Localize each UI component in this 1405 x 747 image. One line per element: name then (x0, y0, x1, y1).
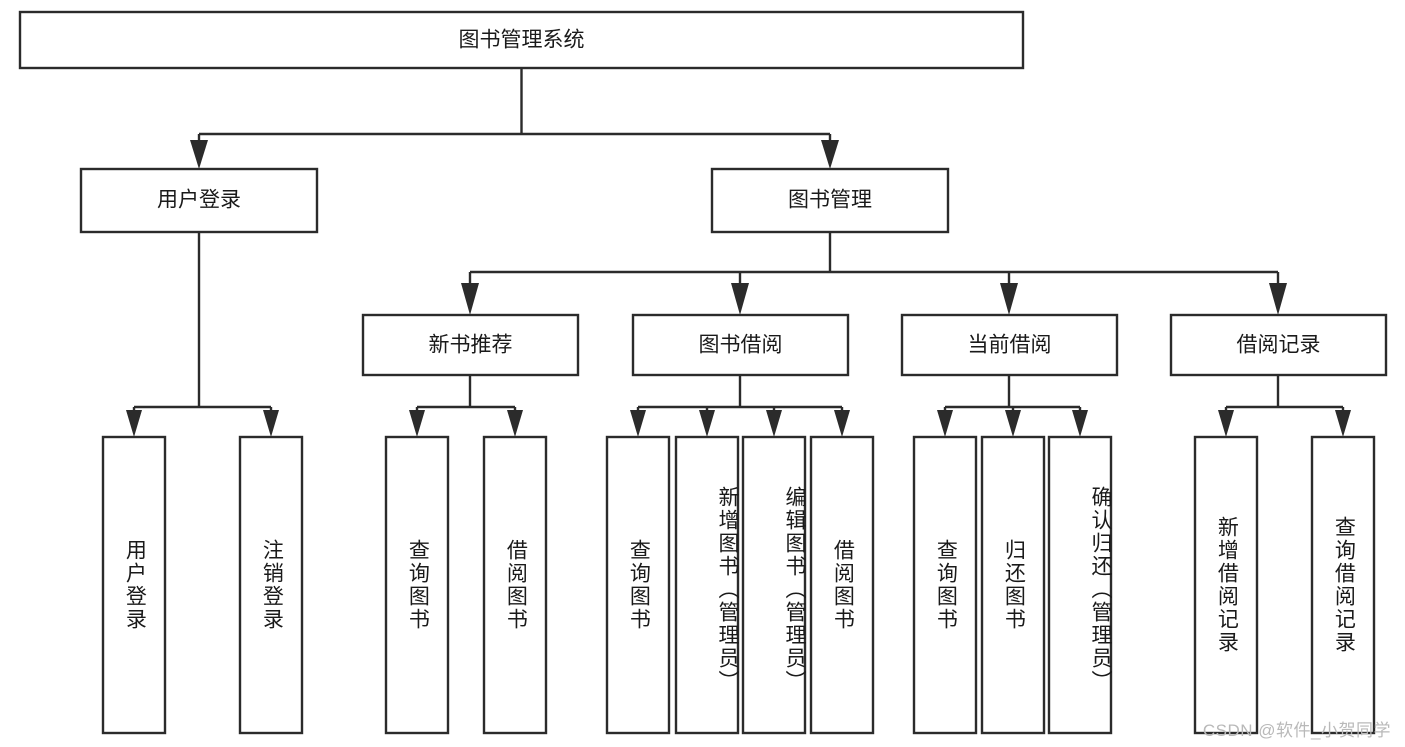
node-box-leaf-bb-edit-book[interactable] (741, 435, 807, 735)
node-box-leaf-logout[interactable] (238, 435, 304, 735)
node-label-user-login: 用户登录 (157, 189, 241, 212)
arrow-head-leaf-cb-3 (1072, 410, 1088, 437)
node-box-current-borrow[interactable] (900, 313, 1119, 377)
node-box-root[interactable] (18, 10, 1025, 70)
arrow-head-leaf-br-2 (1335, 410, 1351, 437)
arrow-head-leaf-bb-4 (834, 410, 850, 437)
arrow-head-leaf-bb-3 (766, 410, 782, 437)
arrow-head-new-book (461, 283, 479, 315)
arrow-head-leaf-user-login (126, 410, 142, 437)
node-box-leaf-nb-borrow-book[interactable] (482, 435, 548, 735)
arrow-head-book-borrow (731, 283, 749, 315)
arrow-head-borrow-record (1269, 283, 1287, 315)
node-label-book-manage: 图书管理 (788, 189, 872, 212)
connector-layer (126, 68, 1351, 437)
node-box-leaf-cb-query-book[interactable] (912, 435, 978, 735)
arrow-head-leaf-br-1 (1218, 410, 1234, 437)
arrow-head-leaf-bb-2 (699, 410, 715, 437)
node-layer: 图书管理系统 用户登录 图书管理 新书推荐 图书借阅 当前借阅 借阅记录 (18, 10, 1388, 735)
node-box-leaf-bb-add-book[interactable] (674, 435, 740, 735)
node-box-borrow-record[interactable] (1169, 313, 1388, 377)
node-box-new-book-recommend[interactable] (361, 313, 580, 377)
node-box-leaf-br-add-record[interactable] (1193, 435, 1259, 735)
node-label-new-book-recommend: 新书推荐 (429, 334, 513, 357)
node-box-user-login[interactable] (79, 167, 319, 234)
node-box-leaf-bb-query-book[interactable] (605, 435, 671, 735)
node-box-leaf-nb-query-book[interactable] (384, 435, 450, 735)
arrow-head-current-borrow (1000, 283, 1018, 315)
node-label-book-borrow: 图书借阅 (699, 334, 783, 357)
arrow-head-leaf-cb-1 (937, 410, 953, 437)
node-box-leaf-cb-return-book[interactable] (980, 435, 1046, 735)
node-label-borrow-record: 借阅记录 (1237, 334, 1321, 357)
node-box-leaf-user-login[interactable] (101, 435, 167, 735)
arrow-head-leaf-nb-2 (507, 410, 523, 437)
csdn-watermark: CSDN @软件_小贺同学 (1202, 721, 1391, 740)
node-box-book-manage[interactable] (710, 167, 950, 234)
arrow-head-leaf-bb-1 (630, 410, 646, 437)
node-box-leaf-br-query-record[interactable] (1310, 435, 1376, 735)
node-label-root: 图书管理系统 (459, 29, 585, 52)
arrow-head-user-login (190, 140, 208, 169)
node-box-leaf-bb-borrow-book[interactable] (809, 435, 875, 735)
node-box-leaf-cb-confirm-return[interactable] (1047, 435, 1113, 735)
node-box-book-borrow[interactable] (631, 313, 850, 377)
arrow-head-leaf-logout (263, 410, 279, 437)
arrow-head-leaf-nb-1 (409, 410, 425, 437)
node-label-current-borrow: 当前借阅 (968, 334, 1052, 357)
arrow-head-book-manage (821, 140, 839, 169)
arrow-head-leaf-cb-2 (1005, 410, 1021, 437)
